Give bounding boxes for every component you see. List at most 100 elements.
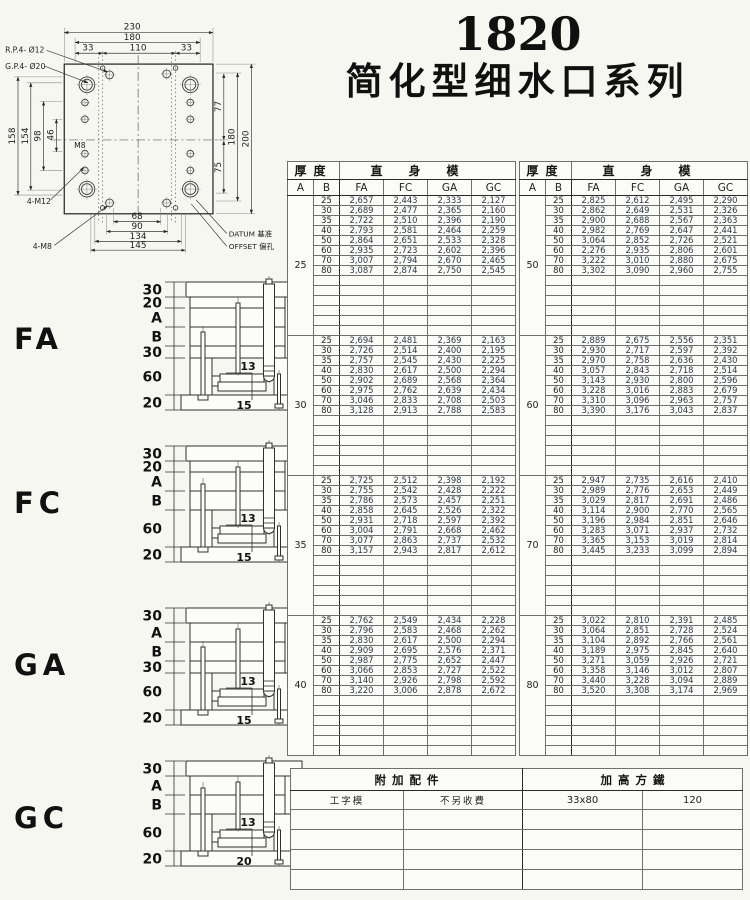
price-cell: 2,845 [659,645,704,656]
price-cell: 2,862 [571,205,616,216]
empty-cell [659,275,704,286]
empty-cell [703,585,748,596]
empty-cell [615,305,660,316]
col-header-a: A [519,179,546,196]
price-cell: 2,675 [615,335,660,346]
empty-row [520,595,748,606]
empty-cell [427,465,472,476]
empty-row [288,565,516,576]
price-cell: 2,597 [427,515,472,526]
empty-cell [545,435,572,446]
plate-dim-label: 60 [143,685,163,701]
empty-cell [571,415,616,426]
mold-plate [189,641,297,662]
price-cell: 3,090 [615,265,660,276]
empty-cell [545,555,572,566]
empty-cell [313,295,340,306]
empty-cell [471,695,516,706]
empty-cell [545,305,572,316]
plate-dim-label: A [151,779,162,795]
empty-cell [339,315,384,326]
price-cell: 2,670 [427,255,472,266]
thickness-b-cell: 40 [313,365,340,376]
empty-cell [471,425,516,436]
return-pin [277,829,281,861]
empty-cell [571,565,616,576]
empty-cell [545,595,572,606]
support-pin [200,483,206,548]
price-cell: 2,755 [339,485,384,496]
offset-hole [172,65,179,71]
plate-dim-label: 20 [143,852,163,868]
price-cell: 2,294 [471,635,516,646]
empty-row [288,285,516,296]
price-cell: 2,532 [471,535,516,546]
empty-cell [403,829,523,850]
empty-cell [659,605,704,616]
thickness-b-cell: 70 [545,395,572,406]
thickness-b-cell: 30 [545,625,572,636]
empty-cell [615,285,660,296]
empty-row [520,455,748,466]
col-header-fc: FC [383,179,428,196]
top-clamp-plate [185,445,303,462]
thickness-b-cell: 70 [313,675,340,686]
empty-cell [571,555,616,566]
price-cell: 2,430 [703,355,748,366]
return-pin [277,525,281,557]
empty-cell [339,455,384,466]
dim-bottom-145: 145 [130,241,147,251]
dim-bottom-134: 134 [130,232,147,242]
col-header-fa: FA [339,179,384,196]
price-cell: 2,481 [383,335,428,346]
empty-cell [383,425,428,436]
inner-dim-bottom: 20 [236,855,252,868]
col-header-fc: FC [615,179,660,196]
price-cell: 2,195 [471,345,516,356]
price-cell: 2,430 [427,355,472,366]
price-cell: 3,222 [571,255,616,266]
price-cell: 2,163 [471,335,516,346]
ejector-retainer-plate [219,688,265,698]
thickness-b-cell: 60 [545,385,572,396]
price-cell: 3,520 [571,685,616,696]
empty-cell [571,325,616,336]
empty-cell [383,465,428,476]
empty-cell [339,305,384,316]
empty-row [288,705,516,716]
price-cell: 2,549 [383,615,428,626]
accessory-name: 工字模 [290,790,404,810]
return-pin [277,373,281,405]
empty-row [520,285,748,296]
empty-cell [427,715,472,726]
empty-cell [290,809,404,830]
empty-cell [339,715,384,726]
plate-dim-label: 30 [143,345,163,361]
thickness-b-cell: 50 [545,375,572,386]
price-cell: 2,883 [659,385,704,396]
empty-cell [571,575,616,586]
empty-cell [615,455,660,466]
empty-cell [703,435,748,446]
empty-cell [471,435,516,446]
empty-cell [471,715,516,726]
price-cell: 2,495 [659,195,704,206]
price-cell: 3,057 [571,365,616,376]
plate-dim-label: 20 [143,296,163,312]
empty-cell [313,415,340,426]
dim-left-154: 154 [21,127,31,144]
